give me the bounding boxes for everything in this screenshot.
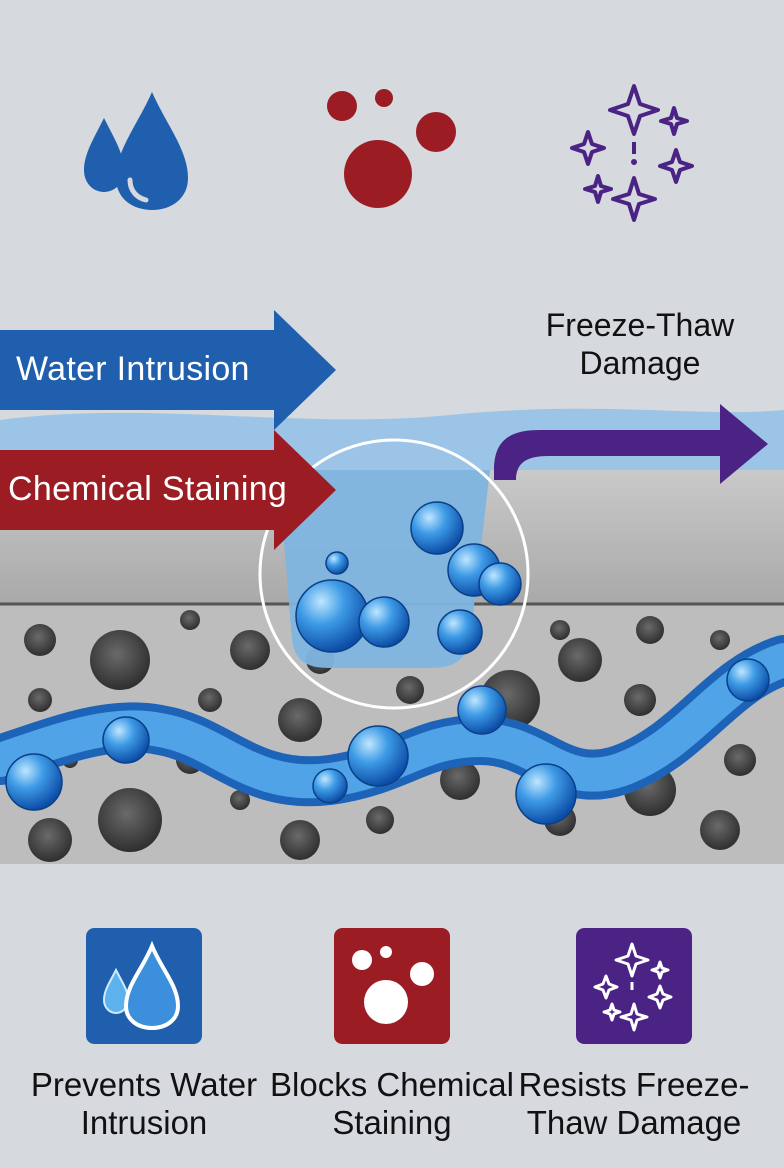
chemical-drops-icon	[327, 89, 456, 208]
benefit-caption-chemical: Blocks Chemical Staining	[270, 1066, 514, 1141]
chemical-staining-label: Chemical Staining	[8, 470, 288, 508]
freeze-sparkles-icon	[570, 84, 694, 222]
chemical-drops-icon	[334, 928, 450, 1044]
freeze-sparkles-icon	[576, 928, 692, 1044]
water-intrusion-label: Water Intrusion	[16, 350, 250, 388]
water-drops-icon	[86, 928, 202, 1044]
water-drops-icon	[84, 92, 188, 210]
benefit-caption-water: Prevents Water Intrusion	[30, 1066, 258, 1141]
freeze-thaw-label: Freeze-Thaw Damage	[545, 307, 735, 381]
concrete-cross-section	[0, 310, 784, 864]
benefit-caption-freeze: Resists Freeze-Thaw Damage	[518, 1066, 750, 1141]
